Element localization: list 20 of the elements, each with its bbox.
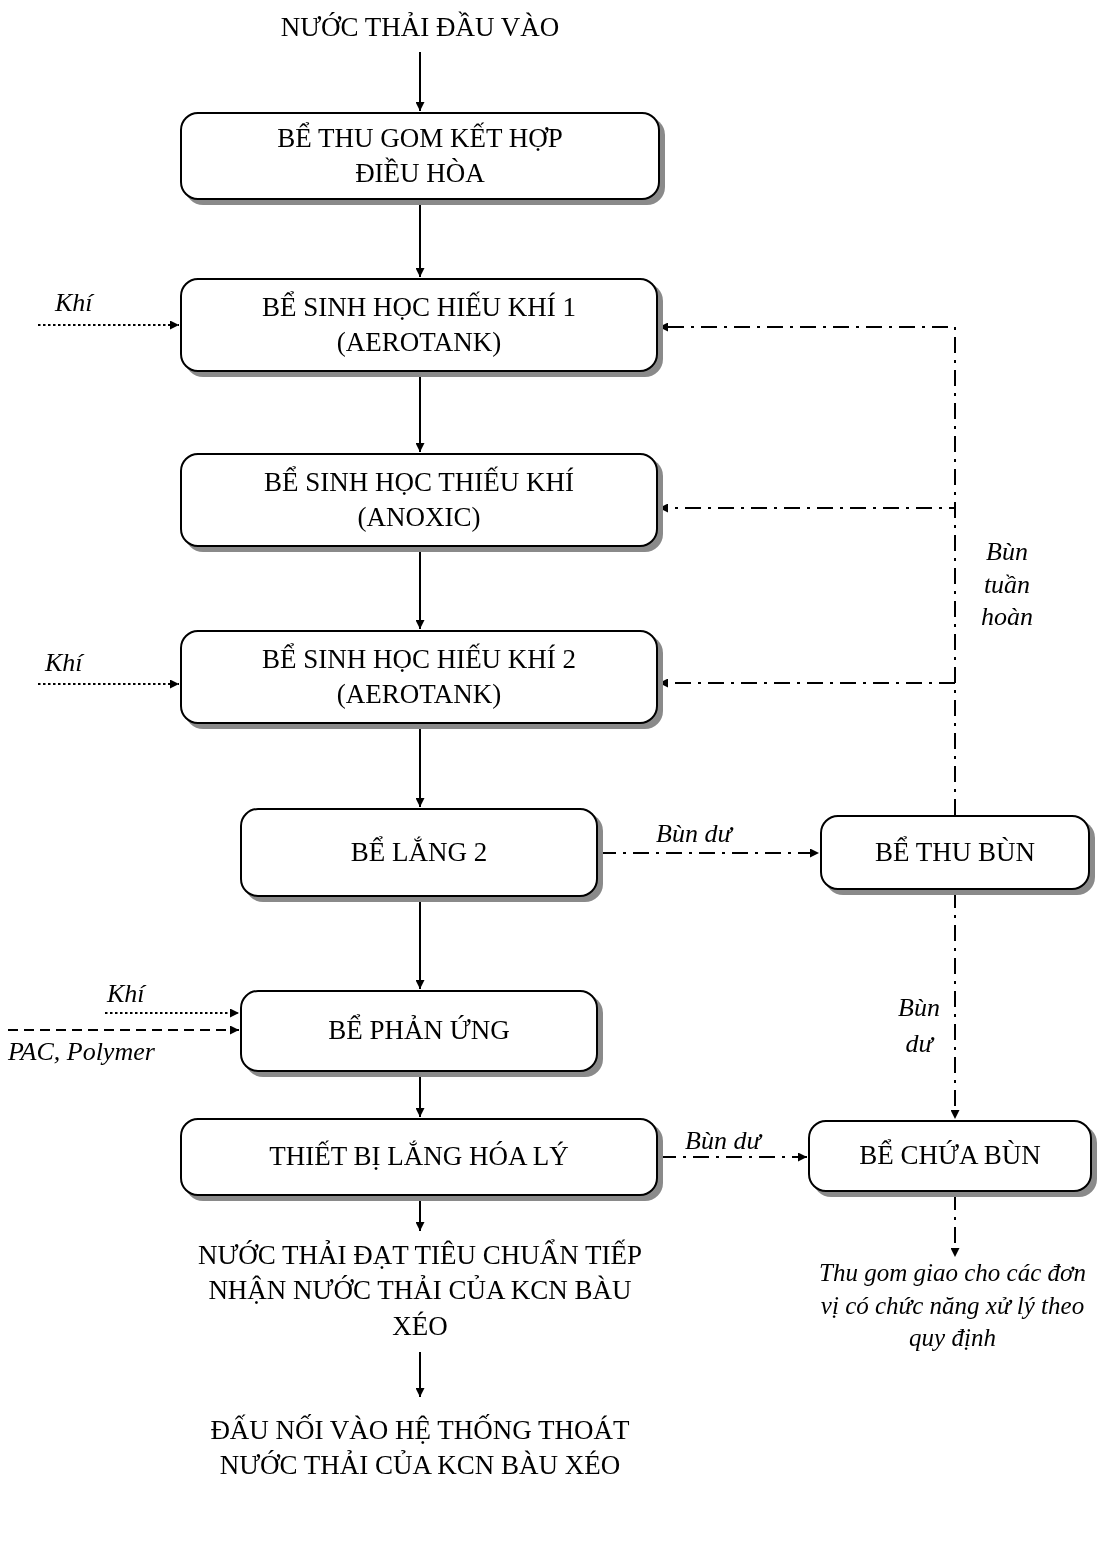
- box-label: THIẾT BỊ LẮNG HÓA LÝ: [269, 1139, 569, 1174]
- box-label: BỂ SINH HỌC HIẾU KHÍ 2 (AEROTANK): [260, 642, 578, 711]
- arrow: [7, 1025, 240, 1035]
- box-label: BỂ SINH HỌC HIẾU KHÍ 1 (AEROTANK): [260, 290, 578, 359]
- box-label: BỂ SINH HỌC THIẾU KHÍ (ANOXIC): [263, 465, 575, 534]
- flow-text: NƯỚC THẢI ĐẦU VÀO: [280, 10, 560, 44]
- arrow: [415, 51, 425, 112]
- box-label: BỂ LẮNG 2: [350, 835, 488, 869]
- arrow: [104, 1008, 240, 1018]
- box-label: BỂ THU GOM KẾT HỢP ĐIỀU HÒA: [276, 121, 564, 190]
- box-label: BỂ CHỨA BÙN: [859, 1138, 1041, 1173]
- box-label: BỂ THU BÙN: [875, 835, 1035, 869]
- arrow: [37, 320, 180, 330]
- annotation-text: Bùn tuần hoàn: [980, 536, 1034, 633]
- box-label: BỂ PHẢN ỨNG: [328, 1013, 510, 1048]
- arrow: [415, 1351, 425, 1398]
- flow-text: NƯỚC THẢI ĐẠT TIÊU CHUẨN TIẾP NHẬN NƯỚC THẢI CỦA KCN BÀU XÉO: [196, 1238, 644, 1343]
- flow-text: ĐẤU NỐI VÀO HỆ THỐNG THOÁT NƯỚC THẢI CỦA KCN BÀU XÉO: [209, 1413, 631, 1482]
- note-text: Thu gom giao cho các đơn vị có chức năng xử lý theo quy định: [818, 1258, 1087, 1354]
- arrow: [37, 679, 180, 689]
